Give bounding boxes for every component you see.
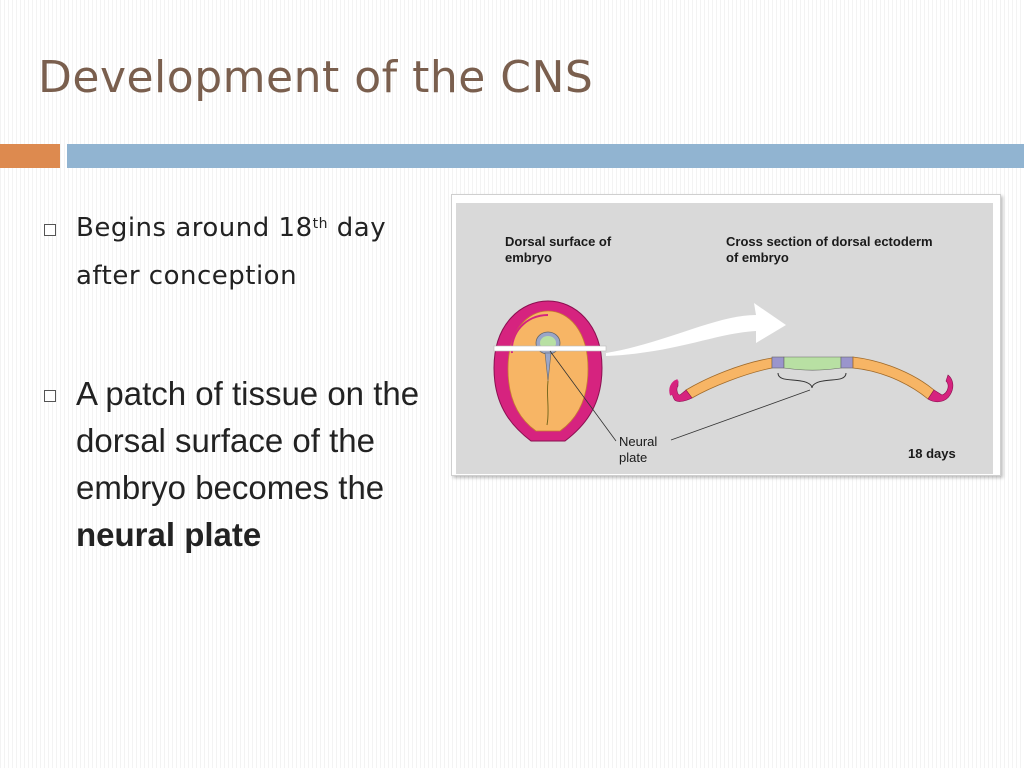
border-cells-left [771, 356, 785, 369]
curved-arrow [606, 303, 786, 356]
figure-panel: Dorsal surface of embryo Cross section o… [456, 203, 993, 474]
accent-bar-blue [67, 144, 1024, 168]
bold-term: neural plate [76, 516, 262, 553]
label-cross-section: Cross section of dorsal ectoderm of embr… [726, 234, 933, 265]
leader-line-embryo [549, 350, 617, 442]
bullet-square-icon [44, 390, 56, 402]
embryo-dorsal-view [493, 300, 603, 442]
outer-tip-right [927, 374, 954, 403]
bullet-text-2: A patch of tissue on the dorsal surface … [76, 375, 420, 553]
label-dorsal-surface: Dorsal surface of embryo [505, 234, 612, 265]
cross-section [669, 356, 954, 403]
section-line [493, 345, 607, 352]
primitive-streak [546, 380, 549, 426]
embryo-figure: Dorsal surface of embryo Cross section o… [451, 194, 1001, 476]
label-18-days: 18 days [908, 446, 956, 461]
neural-tube-stem [544, 352, 552, 382]
bullet-square-icon [44, 224, 56, 236]
ectoderm-strip-left [685, 357, 773, 399]
ectoderm-strip-right [852, 356, 935, 400]
bullet-text-1: Begins around 18th day after conception [76, 213, 387, 291]
embryo-diagram [493, 300, 954, 442]
slide-title: Development of the CNS [38, 52, 594, 103]
bracket [777, 372, 847, 389]
border-cells-right [840, 356, 854, 369]
outer-curl-left [669, 379, 679, 396]
superscript: th [312, 216, 328, 232]
neural-plate-strip [783, 356, 842, 371]
label-neural-plate: Neural plate [619, 434, 658, 465]
leader-line-section [670, 389, 811, 441]
accent-bar-orange [0, 144, 60, 168]
